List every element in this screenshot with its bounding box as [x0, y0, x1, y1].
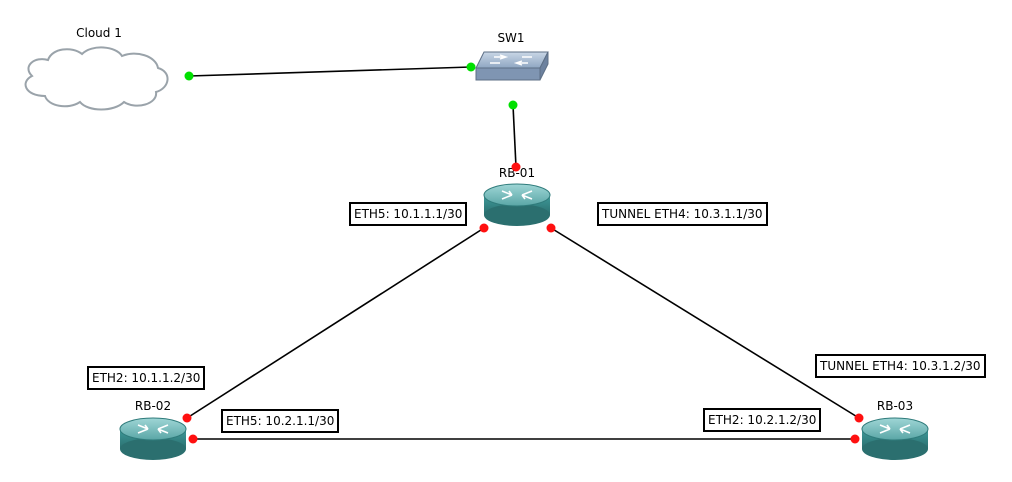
- port-status-down: [850, 434, 860, 444]
- port-status-up: [508, 100, 518, 110]
- router-rb02[interactable]: RB-02: [119, 399, 187, 460]
- rb03-label: RB-03: [877, 399, 913, 413]
- port-status-down: [479, 223, 489, 233]
- port-status-down: [854, 413, 864, 423]
- switch-icon: [475, 51, 549, 81]
- router-icon: [119, 417, 187, 460]
- rb02-eth2-label[interactable]: ETH2: 10.1.1.2/30: [87, 366, 206, 390]
- sw1-label: SW1: [497, 31, 524, 45]
- link-rb01-rb02[interactable]: [186, 227, 485, 419]
- rb01-tunnel-eth4-label[interactable]: TUNNEL ETH4: 10.3.1.1/30: [597, 202, 768, 226]
- rb02-label: RB-02: [135, 399, 171, 413]
- link-sw1-rb01[interactable]: [512, 104, 517, 168]
- port-status-down: [182, 413, 192, 423]
- router-rb01[interactable]: RB-01: [483, 166, 551, 226]
- router-icon: [861, 417, 929, 460]
- cloud1-label: Cloud 1: [76, 26, 122, 40]
- link-rb01-rb03[interactable]: [550, 227, 860, 419]
- rb03-eth2-label[interactable]: ETH2: 10.2.1.2/30: [703, 408, 822, 432]
- router-rb03[interactable]: RB-03: [861, 399, 929, 460]
- switch-sw1[interactable]: SW1: [475, 31, 549, 81]
- port-status-down: [511, 162, 521, 172]
- cloud-icon: [24, 46, 169, 111]
- port-status-up: [184, 71, 194, 81]
- rb01-label: RB-01: [499, 166, 535, 180]
- port-status-down: [188, 434, 198, 444]
- rb02-eth5-label[interactable]: ETH5: 10.2.1.1/30: [221, 409, 340, 433]
- port-status-down: [546, 223, 556, 233]
- rb01-eth5-label[interactable]: ETH5: 10.1.1.1/30: [349, 202, 468, 226]
- router-icon: [483, 183, 551, 226]
- link-cloud1-sw1[interactable]: [188, 66, 472, 77]
- rb03-tunnel-eth4-label[interactable]: TUNNEL ETH4: 10.3.1.2/30: [815, 354, 986, 378]
- cloud-node[interactable]: Cloud 1: [24, 26, 169, 111]
- port-status-up: [466, 62, 476, 72]
